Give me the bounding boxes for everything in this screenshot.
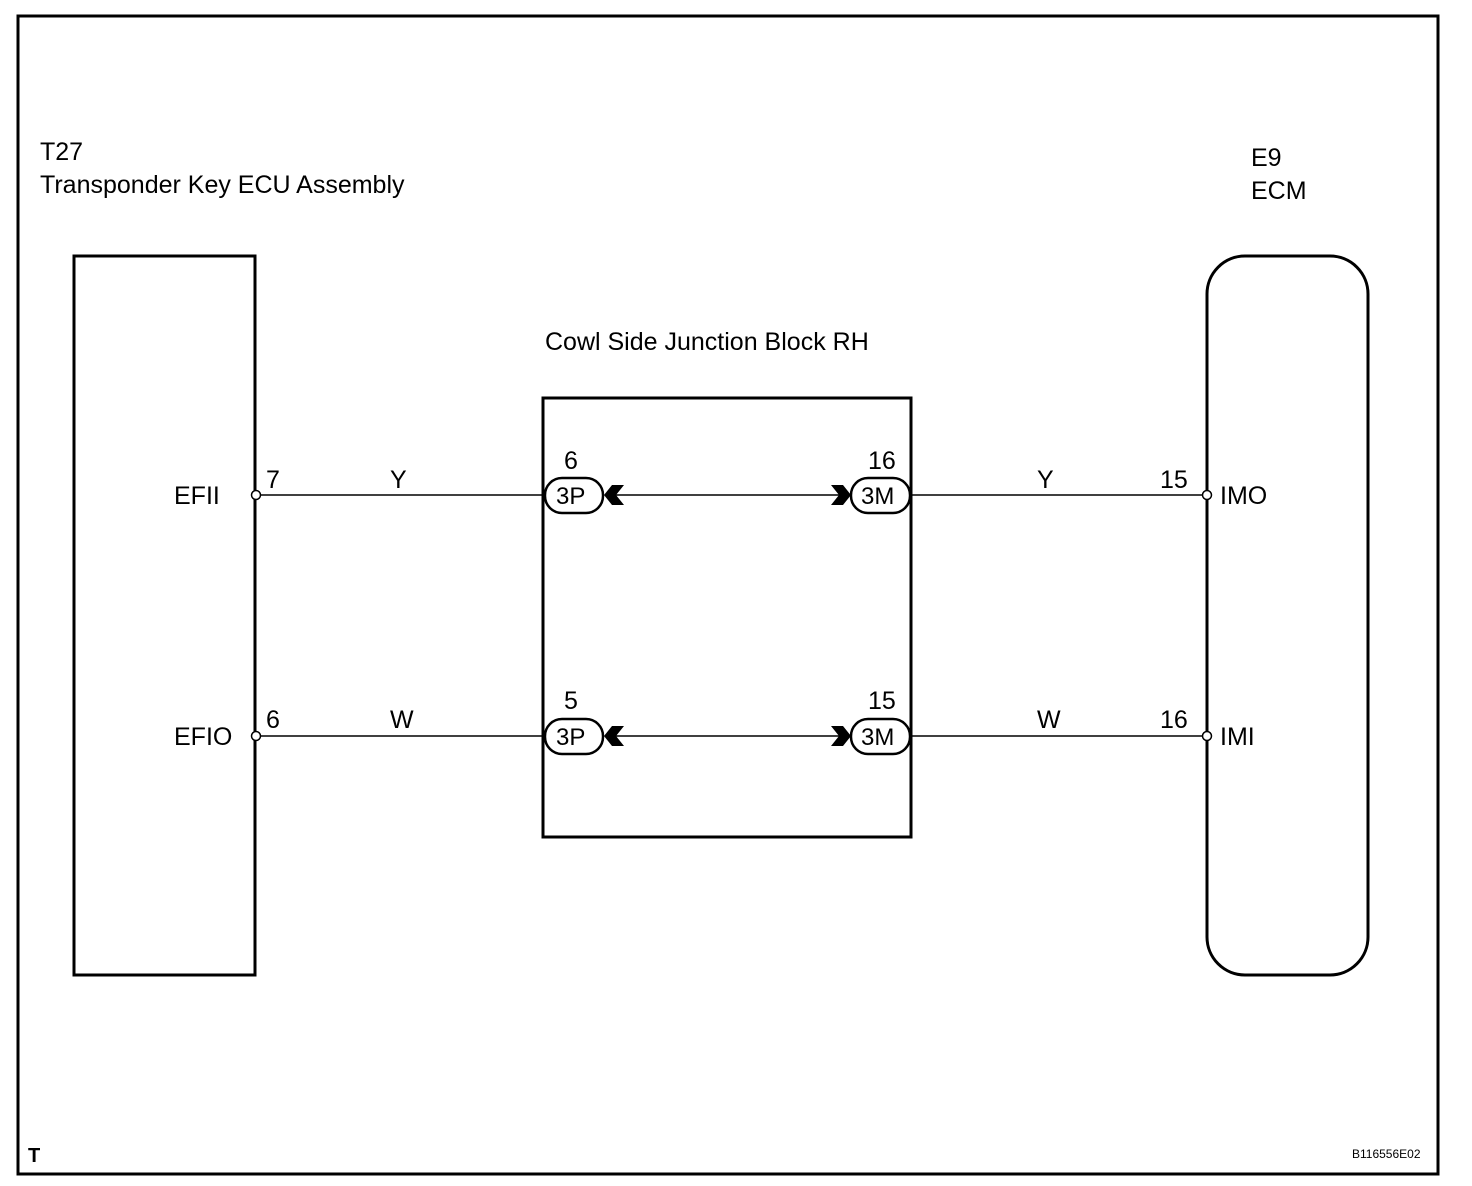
terminal-name-efio: EFIO bbox=[174, 723, 232, 751]
left-component-box bbox=[72, 254, 257, 977]
pin-number: 6 bbox=[266, 706, 280, 734]
left-component-name: Transponder Key ECU Assembly bbox=[40, 171, 405, 199]
right-component-box bbox=[1205, 254, 1370, 977]
junction-block-box bbox=[541, 396, 913, 839]
pin-number: 16 bbox=[1160, 706, 1188, 734]
connector-3m bbox=[849, 476, 912, 515]
right-component-name: ECM bbox=[1251, 177, 1307, 205]
wire-color: Y bbox=[390, 466, 407, 494]
pin-number: 6 bbox=[564, 447, 578, 475]
pin-number: 7 bbox=[266, 466, 280, 494]
right-component-code: E9 bbox=[1251, 144, 1282, 172]
connector-arrow-left bbox=[604, 485, 624, 505]
connector-label: 3P bbox=[556, 483, 585, 510]
circuit-row-2: EFIO 6 W 5 3P 15 3M W 16 IMI bbox=[174, 687, 1255, 756]
terminal-name-efii: EFII bbox=[174, 482, 220, 510]
diagram-frame bbox=[16, 14, 1440, 1176]
figure-code: B116556E02 bbox=[1352, 1147, 1421, 1161]
connector-3p bbox=[543, 476, 605, 515]
junction-block-name: Cowl Side Junction Block RH bbox=[545, 328, 869, 356]
terminal-circle bbox=[250, 489, 262, 501]
wire-color: Y bbox=[1037, 466, 1054, 494]
pin-number: 5 bbox=[564, 687, 578, 715]
terminal-circle bbox=[1201, 489, 1213, 501]
connector-3p bbox=[543, 717, 605, 756]
wire-color: W bbox=[390, 706, 414, 734]
terminal-name-imi: IMI bbox=[1220, 723, 1255, 751]
terminal-name-imo: IMO bbox=[1220, 482, 1267, 510]
circuit-row-1: EFII 7 Y 6 3P 16 3M Y 15 IMO bbox=[174, 447, 1267, 515]
pin-number: 15 bbox=[1160, 466, 1188, 494]
pin-number: 16 bbox=[868, 447, 896, 475]
connector-arrow-right bbox=[831, 726, 851, 746]
connector-arrow-right bbox=[831, 485, 851, 505]
connector-3m bbox=[849, 717, 912, 756]
terminal-circle bbox=[1201, 730, 1213, 742]
connector-label: 3P bbox=[556, 724, 585, 751]
left-component-code: T27 bbox=[40, 138, 83, 166]
connector-label: 3M bbox=[861, 483, 894, 510]
wire-color: W bbox=[1037, 706, 1061, 734]
terminal-circle bbox=[250, 730, 262, 742]
frame-letter: T bbox=[28, 1145, 40, 1167]
pin-number: 15 bbox=[868, 687, 896, 715]
connector-label: 3M bbox=[861, 724, 894, 751]
connector-arrow-left bbox=[604, 726, 624, 746]
